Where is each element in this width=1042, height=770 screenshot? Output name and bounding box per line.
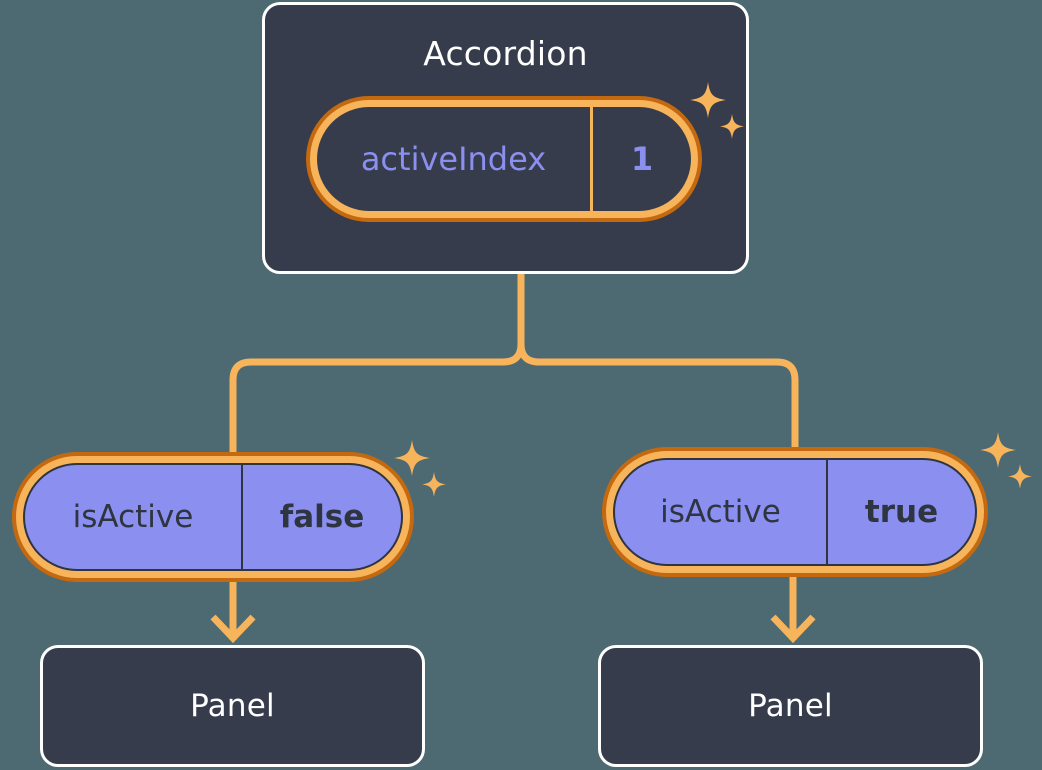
state-key-label: isActive bbox=[615, 460, 828, 564]
state-key-label: activeIndex bbox=[317, 107, 593, 211]
component-card-label: Panel bbox=[190, 687, 275, 724]
arrow-down-icon bbox=[770, 614, 816, 644]
state-value-label: false bbox=[279, 498, 365, 535]
arrow-down-icon bbox=[210, 614, 256, 644]
tree-branch-connector bbox=[229, 269, 525, 459]
component-card-panel-left[interactable]: Panel bbox=[40, 645, 425, 767]
state-value-label: 1 bbox=[630, 140, 654, 178]
sparkles-icon bbox=[978, 432, 1034, 502]
state-value-label: true bbox=[864, 493, 939, 530]
component-card-label: Panel bbox=[748, 687, 833, 724]
tree-branch-connector bbox=[517, 269, 799, 454]
pill-highlight-ring: activeIndex 1 bbox=[310, 100, 698, 218]
component-card-panel-right[interactable]: Panel bbox=[598, 645, 983, 767]
pill-highlight-ring: isActive true bbox=[606, 451, 984, 573]
pill-body: isActive false bbox=[23, 463, 403, 571]
state-pill-is-active-true[interactable]: isActive true bbox=[602, 447, 988, 577]
pill-body: isActive true bbox=[613, 458, 977, 566]
state-pill-active-index[interactable]: activeIndex 1 bbox=[306, 96, 702, 222]
pill-body: activeIndex 1 bbox=[317, 107, 691, 211]
state-pill-is-active-false[interactable]: isActive false bbox=[12, 452, 414, 582]
page-title: Accordion bbox=[423, 34, 588, 73]
pill-highlight-ring: isActive false bbox=[16, 456, 410, 578]
state-key-label: isActive bbox=[25, 465, 243, 569]
